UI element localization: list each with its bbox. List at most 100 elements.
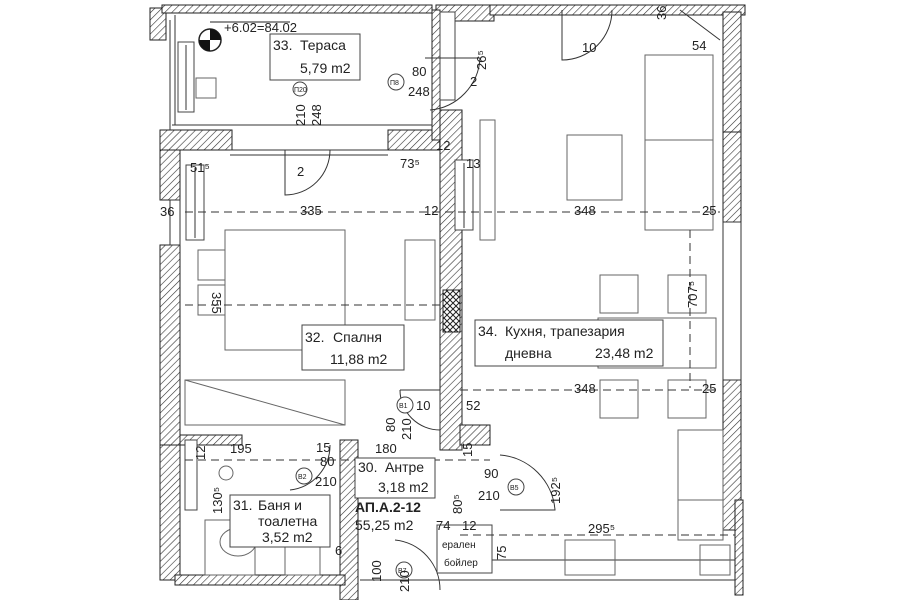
nightstand-bottom — [197, 284, 226, 316]
room-name-bedroom: Спалня — [333, 329, 382, 345]
structural-column — [442, 289, 461, 333]
chair-4 — [667, 379, 707, 419]
dim-707: 707⁵ — [685, 281, 700, 308]
chair-3 — [599, 379, 639, 419]
dim-2-terrace: 2 — [470, 74, 477, 89]
tag-b5: B5 — [510, 485, 519, 492]
room-num-entry: 30. — [358, 459, 377, 475]
wall-right-window — [722, 221, 742, 381]
room-box-terrace — [269, 33, 361, 81]
dim-348-top: 348 — [574, 203, 596, 218]
dim-10: 10 — [582, 40, 596, 55]
wall-terrace-right — [431, 9, 441, 141]
room-num-terrace: 33. — [273, 37, 292, 53]
dim-735: 73⁵ — [400, 156, 420, 171]
room-box-entry — [354, 457, 436, 499]
dim-12-a: 12 — [436, 138, 450, 153]
wall-right-mid — [722, 131, 742, 223]
windows — [177, 11, 474, 511]
dim-12-c: 12 — [193, 446, 208, 460]
coffee-table — [566, 134, 623, 201]
wall-right-upper — [722, 11, 742, 133]
dim-805: 80⁵ — [450, 494, 465, 514]
dim-210-b: 210 — [399, 418, 414, 440]
dim-54: 54 — [692, 38, 706, 53]
wall-left-bottom — [159, 444, 181, 581]
dim-25-top: 25 — [702, 203, 716, 218]
level-label: +6.02=84.02 — [224, 20, 297, 35]
chair-2 — [667, 274, 707, 314]
dim-90: 90 — [484, 466, 498, 481]
dim-210-terrace: 210 — [293, 104, 308, 126]
dim-180: 180 — [375, 441, 397, 456]
dim-13: 13 — [466, 156, 480, 171]
tags: П8 П20 B1 B2 B5 B7 — [292, 73, 525, 579]
dim-1925: 192⁵ — [548, 477, 563, 504]
wall-terrace-bottom-left — [159, 129, 233, 151]
door-terrace — [425, 57, 481, 111]
dim-248-terrace: 248 — [408, 84, 430, 99]
sofa — [644, 54, 714, 231]
room-area-bath: 3,52 m2 — [262, 529, 313, 545]
dim-248-vert: 248 — [309, 104, 324, 126]
door-terrace-bedroom — [284, 149, 331, 196]
dim-10-b: 10 — [416, 398, 430, 413]
chair-1 — [599, 274, 639, 314]
walls — [149, 4, 746, 600]
dim-15-b: 15 — [460, 443, 475, 457]
wall-bottom-right — [734, 499, 744, 596]
dim-6: 6 — [335, 543, 342, 558]
door-living — [499, 454, 556, 511]
tag-b1: B1 — [399, 403, 408, 410]
dim-210-d: 210 — [478, 488, 500, 503]
wall-bath-right — [339, 439, 359, 600]
room-area-living: 23,48 m2 — [595, 345, 654, 361]
apartment-area: 55,25 m2 — [355, 517, 414, 533]
tag-b7: B7 — [398, 568, 407, 575]
wardrobe — [184, 379, 346, 426]
fridge — [677, 429, 724, 501]
dim-210-c: 210 — [315, 474, 337, 489]
door-entrance — [394, 539, 441, 591]
wall-terrace-left-top — [149, 7, 167, 41]
room-name-bath: Баня и — [258, 497, 302, 513]
dimensions: 36 10 54 80 248 2 26⁵ 210 248 2 12 13 51… — [160, 6, 716, 592]
apartment-code: АП.А.2-12 — [355, 499, 421, 515]
room-name2-living: дневна — [505, 345, 552, 361]
room-area-entry: 3,18 m2 — [378, 479, 429, 495]
kitchen-sink — [564, 539, 616, 576]
dim-265: 26⁵ — [474, 50, 489, 70]
room-name-entry: Антре — [385, 459, 424, 475]
room-name-living: Кухня, трапезария — [505, 323, 625, 339]
dim-2-bedroom: 2 — [297, 164, 304, 179]
boiler-box — [436, 524, 493, 574]
room-num-bedroom: 32. — [305, 329, 324, 345]
dim-2955: 295⁵ — [588, 521, 615, 536]
level-marker: +6.02=84.02 — [198, 20, 297, 52]
dim-355: 355 — [209, 292, 224, 314]
dim-12-b: 12 — [424, 203, 438, 218]
dim-1305: 130⁵ — [210, 487, 225, 514]
dim-80-b: 80 — [383, 418, 398, 432]
tag-b2: B2 — [298, 474, 307, 481]
door-bath-leaf — [289, 444, 331, 491]
dim-36-left: 36 — [160, 204, 174, 219]
wardrobe-tall — [404, 239, 436, 321]
dashed-lines — [185, 211, 735, 536]
room-area-bedroom: 11,88 m2 — [330, 351, 388, 367]
dim-74: 74 — [436, 518, 450, 533]
wall-bath-top — [179, 434, 243, 446]
room-name-terrace: Тераса — [300, 37, 346, 53]
terrace-box — [195, 77, 217, 99]
room-area-terrace: 5,79 m2 — [300, 60, 351, 76]
dim-15-a: 15 — [316, 440, 330, 455]
dim-210-e: 210 — [397, 570, 412, 592]
boiler-label-2: бойлер — [444, 557, 478, 569]
top-window — [439, 11, 456, 101]
dim-335: 335 — [300, 203, 322, 218]
dim-80-terrace: 80 — [412, 64, 426, 79]
dim-52: 52 — [466, 398, 480, 413]
tag-p8: П8 — [390, 80, 399, 87]
room-box-living — [474, 319, 664, 367]
